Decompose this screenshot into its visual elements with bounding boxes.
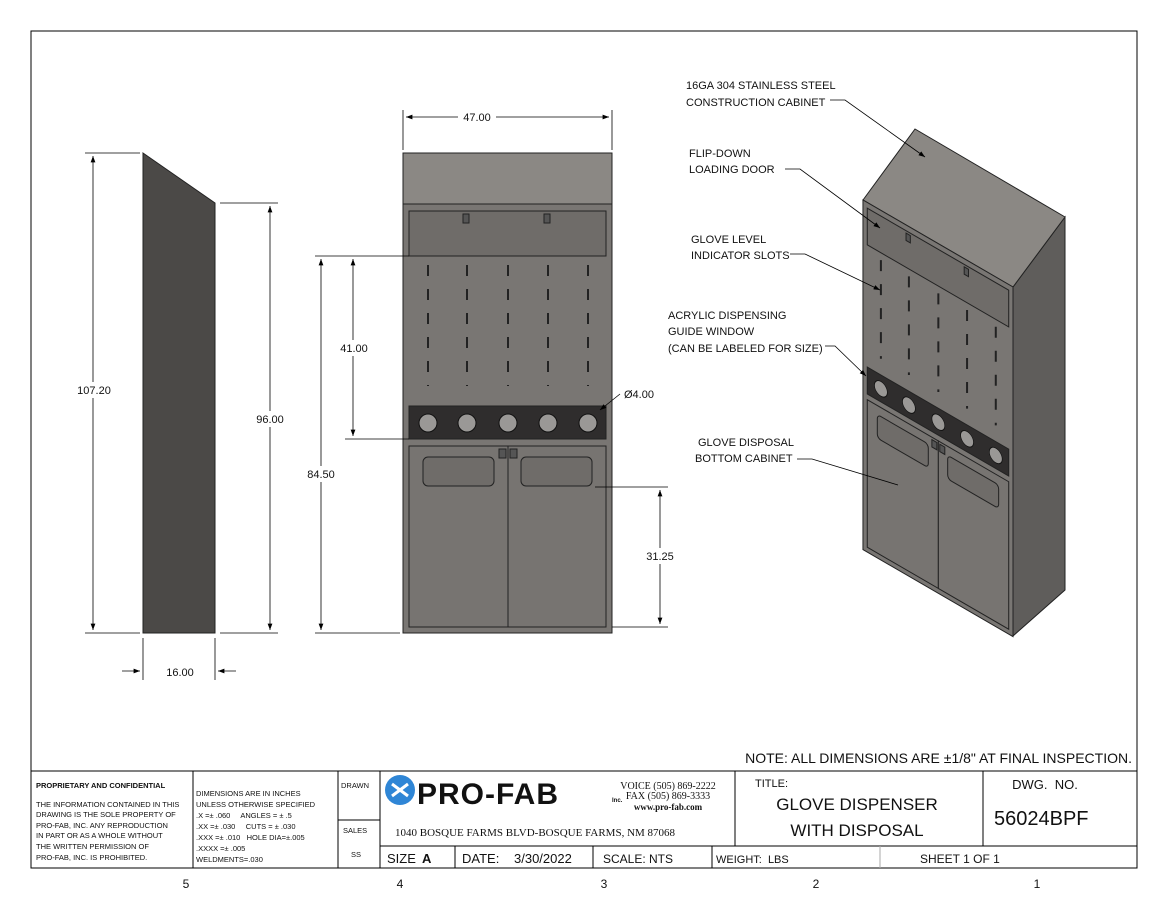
size-label: SIZE [387,851,416,866]
date-label: DATE: [462,851,499,866]
isometric-view [862,128,1066,638]
sales-label: SALES [343,826,367,835]
pro-fab-logo: PRO-FAB Inc. [385,775,623,811]
callout-disposal-line2: BOTTOM CABINET [695,453,793,465]
dim-lower-height: 31.25 [646,551,674,563]
proprietary-text: IN PART OR AS A WHOLE WITHOUT [36,831,163,840]
scale: SCALE: NTS [603,852,673,866]
title-block: PROPRIETARY AND CONFIDENTIAL THE INFORMA… [30,770,1138,869]
dim-hole-diameter: Ø4.00 [624,389,654,401]
dim-width: 47.00 [463,112,491,124]
callouts: 16GA 304 STAINLESS STEEL CONSTRUCTION CA… [668,80,926,486]
cabinet-right-face [1012,215,1066,638]
company-fax: FAX (505) 869-3333 [626,791,710,802]
tolerance-text: .XXX =± .010 HOLE DIA=±.005 [196,833,305,842]
title-label: TITLE: [755,778,788,790]
callout-cabinet-line2: CONSTRUCTION CABINET [686,97,826,109]
dim-depth: 16.00 [166,667,194,679]
zone-marker: 3 [601,877,608,891]
company-website: www.pro-fab.com [634,802,703,812]
tolerance-text: UNLESS OTHERWISE SPECIFIED [196,800,316,809]
proprietary-text: PRO-FAB, INC. ANY REPRODUCTION [36,821,168,830]
dwg-no-value: 56024BPF [994,808,1089,830]
callout-cabinet-line1: 16GA 304 STAINLESS STEEL [686,80,836,92]
dim-overall-height: 107.20 [77,385,111,397]
logo-text: PRO-FAB [417,778,559,811]
company-phone: VOICE (505) 869-2222 [620,781,716,792]
tolerance-text: DIMENSIONS ARE IN INCHES [196,789,301,798]
dim-upper-height: 41.00 [340,343,368,355]
proprietary-text: DRAWING IS THE SOLE PROPERTY OF [36,810,176,819]
dim-floor-to-band: 84.50 [307,469,335,481]
weight: WEIGHT: LBS [716,854,789,866]
proprietary-text: PRO-FAB, INC. IS PROHIBITED. [36,853,147,862]
cabinet-front [402,203,613,634]
callout-window-line2: GUIDE WINDOW [668,326,755,338]
callout-slots-line2: INDICATOR SLOTS [691,250,790,262]
date-value: 3/30/2022 [514,851,572,866]
drawing-title-line1: GLOVE DISPENSER [776,795,938,814]
tolerance-text: .XXXX =± .005 [196,844,245,853]
proprietary-heading: PROPRIETARY AND CONFIDENTIAL [36,781,166,790]
tolerance-text: .X =± .060 ANGLES = ± .5 [196,811,292,820]
zone-marker: 1 [1034,877,1041,891]
proprietary-text: THE WRITTEN PERMISSION OF [36,842,149,851]
callout-window-line3: (CAN BE LABELED FOR SIZE) [668,343,823,355]
side-view: 107.20 96.00 16.00 [77,152,288,680]
logo-inc: Inc. [612,798,623,804]
dwg-no-label: DWG. NO. [1012,777,1078,792]
size-value: A [422,851,432,866]
sales-value: SS [351,850,361,859]
zone-markers: 5 4 3 2 1 [183,877,1041,891]
inspection-note: NOTE: ALL DIMENSIONS ARE ±1/8" AT FINAL … [745,750,1132,766]
front-view: 47.00 41.00 84.50 31.25 Ø4.00 [304,109,677,634]
zone-marker: 5 [183,877,190,891]
tolerance-text: .XX =± .030 CUTS = ± .030 [196,822,296,831]
callout-door-line1: FLIP-DOWN [689,148,751,160]
callout-slots-line1: GLOVE LEVEL [691,234,766,246]
zone-marker: 4 [397,877,404,891]
company-address: 1040 BOSQUE FARMS BLVD-BOSQUE FARMS, NM … [395,827,676,839]
cabinet-side-profile [142,152,216,634]
zone-marker: 2 [813,877,820,891]
tolerance-text: WELDMENTS=.030 [196,855,263,864]
dim-body-height: 96.00 [256,414,284,426]
callout-door-line2: LOADING DOOR [689,164,775,176]
callout-disposal-line1: GLOVE DISPOSAL [698,437,794,449]
callout-window-line1: ACRYLIC DISPENSING [668,310,786,322]
drawn-label: DRAWN [341,781,369,790]
drawing-title-line2: WITH DISPOSAL [790,821,923,840]
cabinet-top-cap [402,152,613,205]
proprietary-text: THE INFORMATION CONTAINED IN THIS [36,800,179,809]
sheet-number: SHEET 1 OF 1 [920,852,1000,866]
